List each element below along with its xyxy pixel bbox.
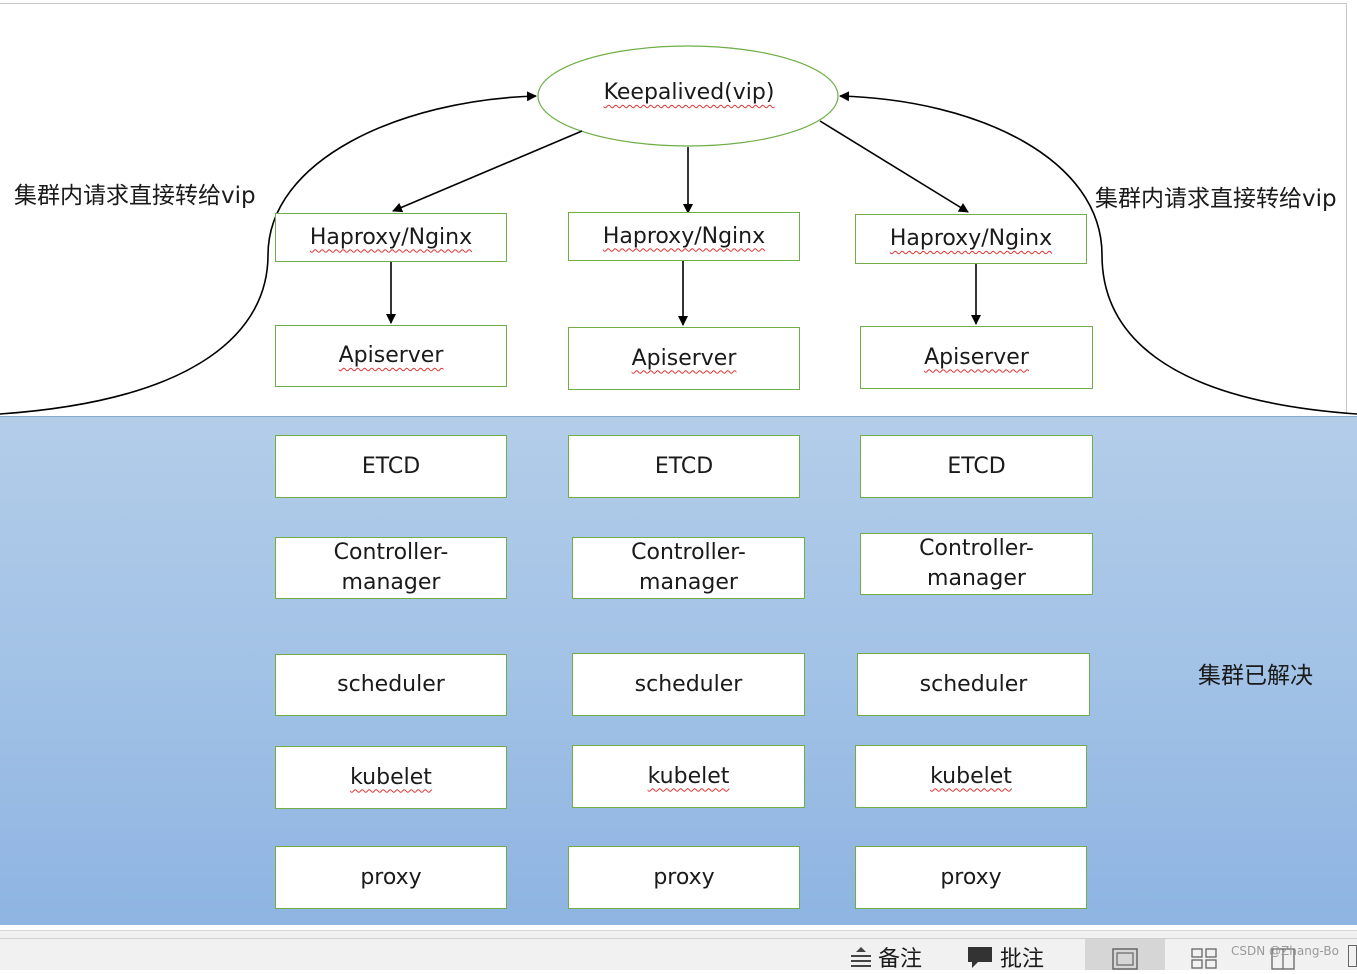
arrow-vip-to-haproxy-3 bbox=[819, 120, 969, 213]
controller-manager-node-1: Controller- manager bbox=[275, 537, 507, 599]
haproxy-node-2: Haproxy/Nginx bbox=[568, 212, 800, 261]
notes-button[interactable]: 备注 bbox=[850, 943, 923, 972]
right-side-text: 集群内请求直接转给vip bbox=[1095, 186, 1337, 212]
proxy-label: proxy bbox=[653, 864, 715, 890]
scheduler-node-2: scheduler bbox=[572, 653, 805, 716]
etcd-node-2: ETCD bbox=[568, 435, 800, 498]
notes-label: 备注 bbox=[878, 946, 923, 972]
etcd-node-1: ETCD bbox=[275, 435, 507, 498]
controller-label-line2: manager bbox=[639, 570, 738, 595]
vip-node-label: Keepalived(vip) bbox=[540, 80, 838, 105]
kubelet-node-3: kubelet bbox=[855, 745, 1087, 808]
watermark-text: CSDN @Zhang-Bo bbox=[1231, 944, 1339, 958]
slide-right-border bbox=[1346, 3, 1347, 413]
apiserver-node-1: Apiserver bbox=[275, 325, 507, 387]
apiserver-node-3: Apiserver bbox=[860, 326, 1093, 389]
resolved-region-label: 集群已解决 bbox=[1198, 656, 1313, 690]
controller-label-line1: Controller- bbox=[631, 540, 746, 565]
vip-ellipse bbox=[537, 45, 839, 147]
normal-view-button[interactable] bbox=[1085, 939, 1165, 970]
scheduler-label: scheduler bbox=[337, 672, 445, 697]
kubelet-label: kubelet bbox=[647, 763, 730, 789]
etcd-label: ETCD bbox=[361, 453, 421, 479]
comments-label: 批注 bbox=[1000, 946, 1045, 972]
proxy-node-1: proxy bbox=[275, 846, 507, 909]
etcd-node-3: ETCD bbox=[860, 435, 1093, 498]
controller-label-line1: Controller- bbox=[333, 540, 449, 565]
scheduler-label: scheduler bbox=[919, 671, 1028, 697]
connector-layer bbox=[0, 45, 1357, 415]
status-bar-divider bbox=[0, 938, 1357, 939]
left-side-label: 集群内请求直接转给vip bbox=[14, 176, 256, 210]
arrow-vip-to-haproxy-1 bbox=[392, 130, 583, 213]
haproxy-label: Haproxy/Nginx bbox=[602, 223, 766, 249]
scheduler-node-1: scheduler bbox=[275, 654, 507, 716]
slide-sorter-icon bbox=[1191, 948, 1217, 969]
apiserver-label: Apiserver bbox=[338, 343, 444, 368]
etcd-label: ETCD bbox=[654, 453, 714, 479]
haproxy-node-1: Haproxy/Nginx bbox=[275, 213, 507, 262]
controller-label-line1: Controller- bbox=[919, 536, 1034, 561]
proxy-label: proxy bbox=[360, 864, 422, 890]
status-bar: 备注 批注 bbox=[0, 930, 1357, 972]
kubelet-node-1: kubelet bbox=[275, 746, 507, 809]
comments-button[interactable]: 批注 bbox=[966, 943, 1045, 972]
controller-manager-node-3: Controller- manager bbox=[860, 533, 1093, 595]
resolved-region-text: 集群已解决 bbox=[1198, 663, 1313, 689]
slide-top-border bbox=[0, 3, 1346, 4]
controller-label-line2: manager bbox=[341, 570, 441, 595]
kubelet-label: kubelet bbox=[930, 763, 1012, 789]
left-arc-arrow bbox=[0, 91, 537, 415]
controller-manager-node-2: Controller- manager bbox=[572, 537, 805, 599]
apiserver-label: Apiserver bbox=[924, 344, 1029, 370]
controller-label-line2: manager bbox=[927, 566, 1026, 591]
etcd-label: ETCD bbox=[947, 453, 1006, 479]
slide-sorter-view-button[interactable] bbox=[1180, 939, 1230, 970]
right-arc-arrow bbox=[839, 91, 1357, 415]
haproxy-label: Haproxy/Nginx bbox=[889, 226, 1053, 251]
normal-view-icon bbox=[1112, 948, 1138, 970]
proxy-node-3: proxy bbox=[855, 846, 1087, 909]
kubelet-label: kubelet bbox=[350, 764, 432, 790]
proxy-label: proxy bbox=[940, 864, 1002, 890]
watermark: CSDN @Zhang-Bo bbox=[1231, 944, 1339, 958]
slide-canvas: Keepalived(vip) 集群内请求直接转给vip 集群内请求直接转给vi… bbox=[0, 3, 1357, 925]
notes-icon bbox=[851, 946, 871, 967]
zoom-slider-edge[interactable] bbox=[1348, 945, 1357, 967]
proxy-node-2: proxy bbox=[568, 846, 800, 909]
scheduler-node-3: scheduler bbox=[857, 653, 1090, 716]
kubelet-node-2: kubelet bbox=[572, 745, 805, 808]
scheduler-label: scheduler bbox=[634, 671, 743, 697]
haproxy-label: Haproxy/Nginx bbox=[309, 224, 473, 250]
apiserver-label: Apiserver bbox=[631, 345, 737, 371]
haproxy-node-3: Haproxy/Nginx bbox=[855, 214, 1087, 264]
apiserver-node-2: Apiserver bbox=[568, 327, 800, 390]
right-side-label: 集群内请求直接转给vip bbox=[1095, 179, 1337, 213]
left-side-text: 集群内请求直接转给vip bbox=[14, 183, 256, 209]
vip-node-text: Keepalived(vip) bbox=[603, 80, 775, 105]
comment-icon bbox=[968, 946, 992, 968]
